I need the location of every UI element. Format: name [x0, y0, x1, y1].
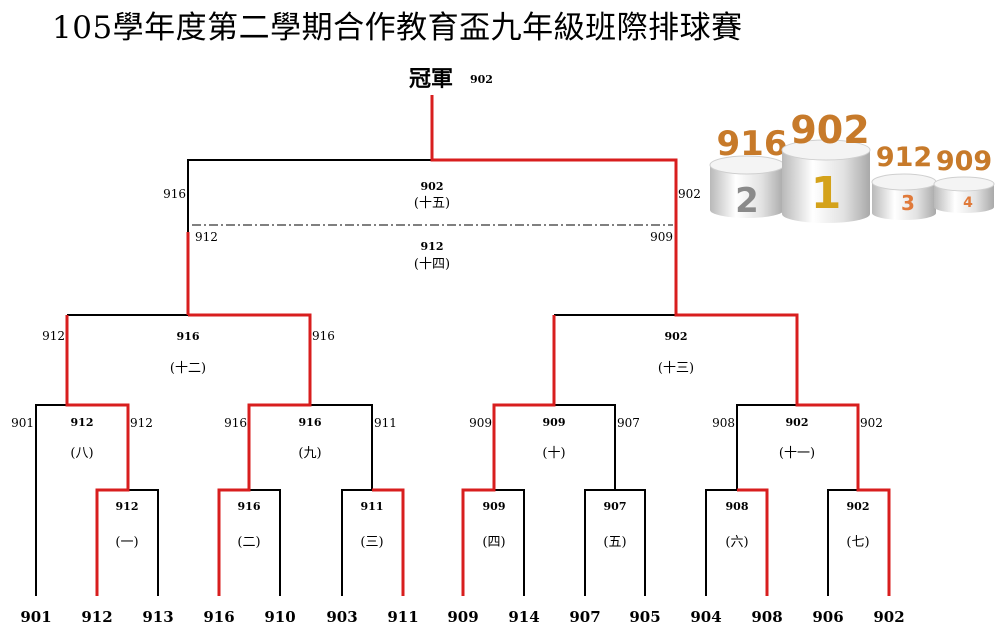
m13-winner: 902	[665, 330, 688, 343]
team-label: 906	[812, 608, 843, 626]
m1-round: (一)	[115, 535, 138, 550]
line-m1-right	[128, 489, 159, 596]
m4-round: (四)	[482, 535, 505, 550]
m10-round: (十)	[542, 446, 565, 461]
m13-round: (十三)	[658, 361, 694, 376]
team-label: 910	[264, 608, 295, 626]
line-m11-left	[736, 404, 797, 490]
line-final-left	[187, 159, 432, 315]
champion-label: 冠軍	[409, 66, 453, 92]
team-label: 903	[326, 608, 357, 626]
m8-round: (八)	[70, 446, 93, 461]
m11-left-label: 908	[712, 416, 735, 430]
third-left-label: 912	[195, 230, 218, 244]
m5-winner: 907	[604, 500, 627, 513]
m7-round: (七)	[846, 535, 869, 550]
m12-left-label: 912	[42, 329, 65, 343]
win-path-911	[372, 488, 405, 596]
line-m4-right	[494, 489, 525, 596]
team-label: 914	[508, 608, 539, 626]
podium-first-place: 1	[811, 168, 842, 219]
m3-round: (三)	[360, 535, 383, 550]
team-label: 904	[690, 608, 721, 626]
team-label: 913	[142, 608, 173, 626]
m3-winner: 911	[361, 500, 384, 513]
team-label: 912	[81, 608, 112, 626]
final-winner: 902	[421, 180, 444, 193]
m4-winner: 909	[483, 500, 506, 513]
m6-round: (六)	[725, 535, 748, 550]
line-m10-right	[554, 404, 616, 490]
loser-paths	[35, 159, 858, 596]
podium-third: 912 3	[871, 142, 937, 220]
m1-winner: 912	[116, 500, 139, 513]
m10-left-label: 909	[469, 416, 492, 430]
m12-winner: 916	[177, 330, 200, 343]
line-m3-left	[341, 489, 372, 596]
team-labels: 901 912 913 916 910 903 911 909 914 907 …	[20, 608, 904, 626]
m2-round: (二)	[237, 535, 260, 550]
m11-winner: 902	[786, 416, 809, 429]
podium-graphic: 916 2 902 1 912 3 909 4	[709, 108, 995, 223]
team-label: 909	[447, 608, 478, 626]
win-path-908	[737, 488, 769, 596]
podium-first-team: 902	[790, 108, 869, 152]
win-path-912	[65, 315, 130, 596]
m2-winner: 916	[238, 500, 261, 513]
podium-fourth: 909 4	[933, 146, 995, 213]
line-m6-left	[705, 489, 737, 596]
final-round: (十五)	[414, 196, 450, 211]
m12-right-label: 916	[312, 329, 335, 343]
champion-team: 902	[470, 73, 493, 86]
m8-right-label: 912	[130, 416, 153, 430]
third-winner: 912	[421, 240, 444, 253]
team-label: 901	[20, 608, 51, 626]
win-path-909	[461, 315, 556, 596]
final-right-label: 902	[678, 187, 701, 201]
team-label: 916	[203, 608, 234, 626]
m9-left-label: 916	[224, 416, 247, 430]
team-label: 902	[873, 608, 904, 626]
m9-winner: 916	[299, 416, 322, 429]
podium-third-team: 912	[876, 142, 932, 173]
line-m8-left	[35, 404, 67, 596]
m8-left-label: 901	[11, 416, 34, 430]
line-m2-right	[249, 489, 281, 596]
podium-second: 916 2	[709, 124, 788, 221]
team-label: 908	[751, 608, 782, 626]
team-label: 905	[629, 608, 660, 626]
podium-fourth-team: 909	[936, 146, 992, 177]
m11-round: (十一)	[779, 446, 815, 461]
m10-right-label: 907	[617, 416, 640, 430]
podium-second-team: 916	[717, 124, 788, 164]
m6-winner: 908	[726, 500, 749, 513]
m7-winner: 902	[847, 500, 870, 513]
winner-paths	[65, 95, 891, 596]
m9-round: (九)	[298, 446, 321, 461]
m10-winner: 909	[543, 416, 566, 429]
m11-right-label: 902	[860, 416, 883, 430]
page-title: 105學年度第二學期合作教育盃九年級班際排球賽	[52, 10, 743, 46]
m5-round: (五)	[603, 535, 626, 550]
m8-winner: 912	[71, 416, 94, 429]
podium-first: 902 1	[781, 108, 871, 223]
line-m7-left	[827, 489, 858, 596]
team-label: 911	[387, 608, 418, 626]
podium-third-place: 3	[901, 191, 915, 215]
third-right-label: 909	[650, 230, 673, 244]
m9-right-label: 911	[374, 416, 397, 430]
podium-fourth-place: 4	[963, 195, 973, 211]
final-left-label: 916	[163, 187, 186, 201]
third-round: (十四)	[414, 257, 450, 272]
m12-round: (十二)	[170, 361, 206, 376]
win-path-902	[430, 95, 891, 596]
team-label: 907	[569, 608, 600, 626]
podium-second-place: 2	[735, 181, 759, 221]
win-path-916	[188, 313, 312, 596]
line-m9-right	[310, 404, 373, 490]
